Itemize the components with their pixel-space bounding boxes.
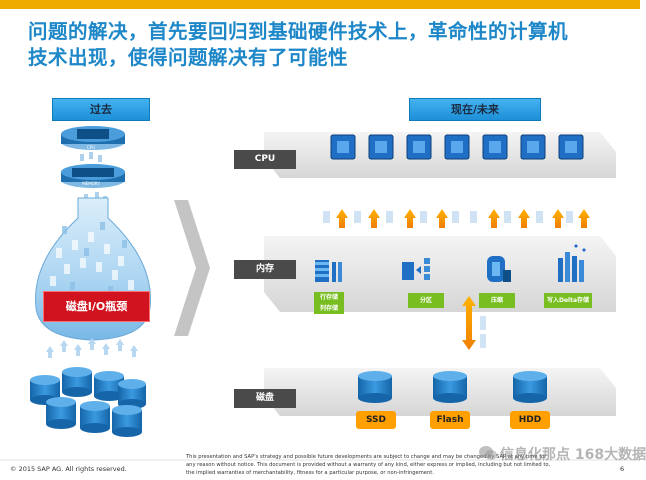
- chevron-right-icon: [174, 200, 210, 336]
- wechat-icon: [479, 446, 497, 460]
- disclaimer-line-2: any reason without notice. This document…: [186, 462, 551, 468]
- compression-tag: 压缩: [479, 293, 515, 308]
- row-column-store-icon: [315, 260, 342, 282]
- chip-memory-label: MEMORY: [82, 181, 100, 186]
- double-arrow-icon: [462, 296, 486, 350]
- footer-disclaimer: This presentation and SAP's strategy and…: [186, 453, 586, 477]
- partition-tag: 分区: [408, 293, 444, 308]
- disk-stack-icon: [30, 367, 146, 437]
- compression-icon: [487, 256, 511, 282]
- chip-cpu-label: CPU: [86, 145, 96, 150]
- watermark-text: 信息化那点 168大数据: [500, 447, 646, 463]
- slide-title: 问题的解决，首先要回归到基础硬件技术上，革命性的计算机 技术出现，使得问题解决有…: [28, 19, 628, 71]
- title-line-1: 问题的解决，首先要回归到基础硬件技术上，革命性的计算机: [28, 20, 569, 43]
- partition-icon: [402, 258, 430, 280]
- accent-bar: [0, 0, 640, 9]
- cpu-chips-icon: [330, 134, 584, 160]
- memory-chip-icon: [61, 164, 125, 188]
- footer-copyright: © 2015 SAP AG. All rights reserved.: [10, 465, 127, 473]
- ssd-tag: SSD: [356, 411, 396, 429]
- hdd-tag: HDD: [510, 411, 550, 429]
- row-column-store-tag: 行存储 列存储: [314, 292, 344, 314]
- column-store-label: 列存储: [319, 305, 338, 312]
- small-tiles-icon: [323, 211, 573, 223]
- cpu-layer-label: CPU: [234, 150, 296, 169]
- memory-layer-label: 内存: [234, 260, 296, 279]
- up-arrows-icon: [46, 338, 138, 358]
- ssd-disk-icon: [358, 371, 392, 403]
- disclaimer-line-3: the implied warranties of merchantabilit…: [186, 470, 434, 476]
- disclaimer-line-1: This presentation and SAP's strategy and…: [186, 454, 547, 460]
- row-store-label: 行存储: [319, 294, 338, 301]
- cpu-chip-icon: [61, 126, 125, 150]
- header-now-future: 现在/未来: [409, 98, 541, 121]
- header-past: 过去: [52, 98, 150, 121]
- disk-io-bottleneck-label: 磁盘I/O瓶颈: [43, 291, 150, 322]
- page-number: 6: [620, 465, 625, 473]
- orange-up-arrows-icon: [336, 209, 590, 228]
- flash-tag: Flash: [430, 411, 470, 429]
- delta-store-tag: 写入Delta存储: [544, 293, 592, 308]
- delta-store-icon: [558, 244, 586, 282]
- flash-disk-icon: [433, 371, 467, 403]
- title-line-2: 技术出现，使得问题解决有了可能性: [28, 46, 349, 69]
- memory-panel: [264, 236, 616, 312]
- hdd-disk-icon: [513, 371, 547, 403]
- disk-layer-label: 磁盘: [234, 389, 296, 408]
